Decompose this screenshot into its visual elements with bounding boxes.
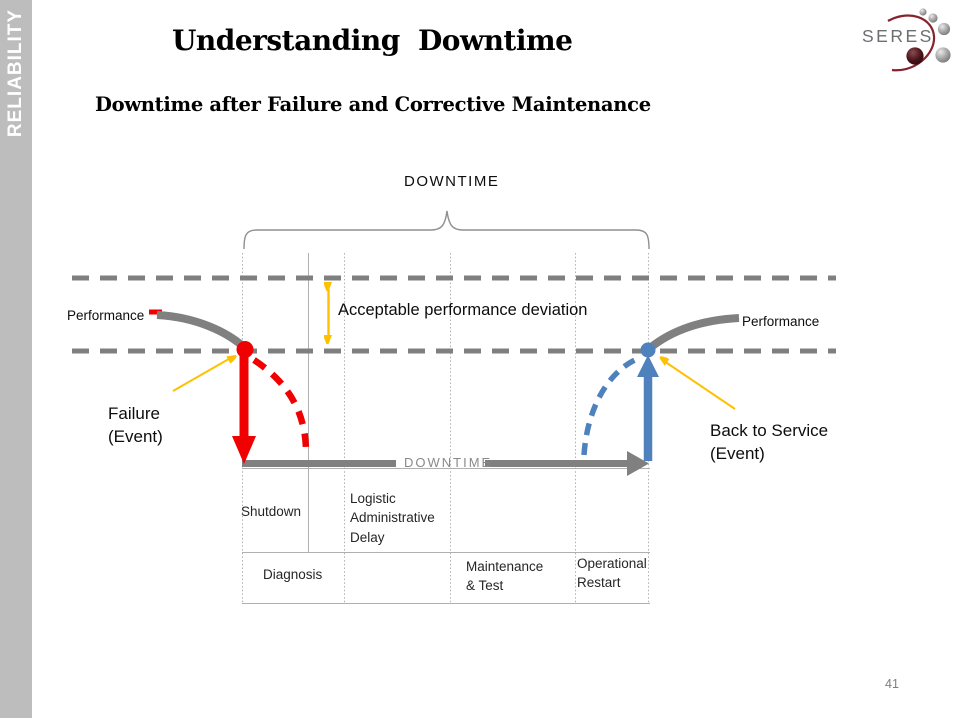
page-number: 41 [885, 677, 899, 691]
back-to-service-arrowhead [637, 355, 659, 377]
failure-event-line2: (Event) [108, 427, 163, 446]
phase-table-rules [242, 468, 650, 604]
back-to-service-pointer-arrow [661, 359, 736, 410]
performance-curve-right [647, 314, 740, 352]
failure-event-line1: Failure [108, 404, 160, 423]
performance-label-left: Performance [67, 308, 145, 323]
phase-maintenance-line1: Maintenance [466, 559, 544, 574]
logo-sphere-medium [928, 13, 938, 23]
performance-curve-left [156, 311, 249, 352]
failure-arrowhead [232, 436, 256, 464]
downtime-brace-label: DOWNTIME [404, 173, 500, 190]
performance-label-right: Performance [742, 314, 820, 329]
failure-event-label: Failure (Event) [108, 402, 163, 448]
logo-sphere-small [919, 8, 927, 16]
logo-swoosh-arc [887, 14, 936, 72]
back-to-service-line1: Back to Service [710, 421, 829, 440]
acceptable-deviation-label: Acceptable performance deviation [338, 301, 588, 319]
phase-shutdown: Shutdown [241, 504, 302, 519]
back-to-service-label: Back to Service (Event) [710, 419, 828, 465]
phase-logistic-line2: Administrative [350, 510, 435, 526]
phase-operational-line1: Operational [577, 556, 647, 571]
logo-sphere-large [937, 22, 951, 36]
recovery-dashed-curve [581, 355, 641, 456]
back-to-service-dot [640, 342, 656, 358]
page-subtitle: Downtime after Failure and Corrective Ma… [95, 93, 651, 116]
phase-maintenance-test: Maintenance & Test [466, 557, 543, 596]
phase-operational-line2: Restart [577, 575, 621, 591]
phase-operational-restart: Operational Restart [577, 554, 647, 593]
failure-dashed-curve [252, 357, 310, 453]
seres-logo-graphic [887, 8, 951, 72]
downtime-brace [243, 210, 650, 250]
phase-logistic-line3: Delay [350, 529, 385, 545]
phase-logistic-delay: Logistic Administrative Delay [350, 489, 435, 547]
sidebar-band [0, 0, 32, 718]
phase-logistic-line1: Logistic [350, 491, 396, 506]
logo-sphere-maroon [906, 47, 924, 65]
failure-pointer-arrow [172, 356, 234, 392]
failure-event-dot [236, 341, 254, 358]
logo-sphere-xlarge [935, 47, 951, 63]
downtime-axis-arrowhead [627, 451, 649, 476]
page-title: Understanding Downtime [172, 24, 573, 57]
downtime-axis-label: DOWNTIME [404, 455, 493, 470]
logo-wordmark: SERES [862, 26, 934, 46]
back-to-service-line2: (Event) [710, 444, 765, 463]
phase-maintenance-line2: & Test [466, 578, 504, 594]
phase-diagnosis: Diagnosis [263, 567, 323, 582]
